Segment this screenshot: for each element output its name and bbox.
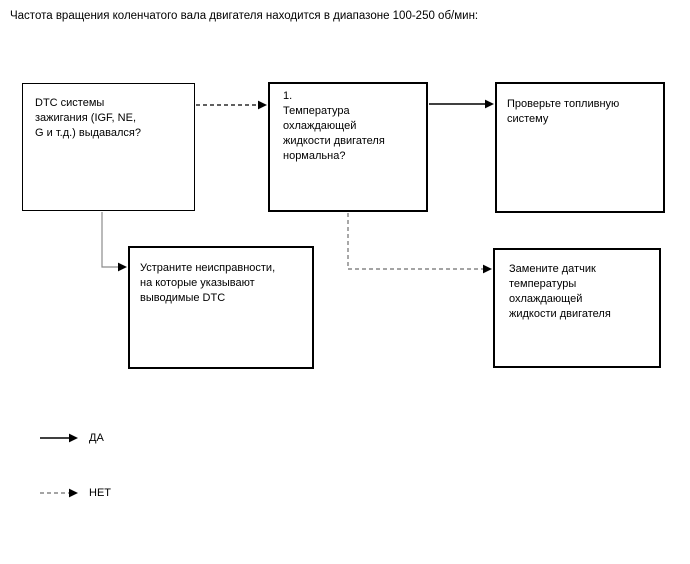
connector-yes-dtc-to-fix — [101, 212, 127, 272]
node-coolant-temp-question: 1. Температура охлаждающей жидкости двиг… — [268, 82, 428, 212]
connector-no-coolant-to-replace — [347, 213, 492, 274]
node-check-fuel-system: Проверьте топливную систему — [495, 82, 665, 213]
node-dtc-question: DTC системы зажигания (IGF, NE, G и т.д.… — [22, 83, 195, 211]
node-fix-dtc-faults: Устраните неисправности, на которые указ… — [128, 246, 314, 369]
node-replace-coolant-sensor: Замените датчик температуры охлаждающей … — [493, 248, 661, 368]
legend-yes-arrow — [40, 433, 78, 443]
connector-no-dtc-to-coolant — [196, 100, 267, 110]
legend-no-label: НЕТ — [89, 487, 111, 499]
intro-text: Частота вращения коленчатого вала двигат… — [10, 10, 479, 22]
connector-yes-coolant-to-fuel — [429, 99, 494, 109]
legend-no-arrow — [40, 488, 78, 498]
legend-yes-label: ДА — [89, 432, 104, 444]
